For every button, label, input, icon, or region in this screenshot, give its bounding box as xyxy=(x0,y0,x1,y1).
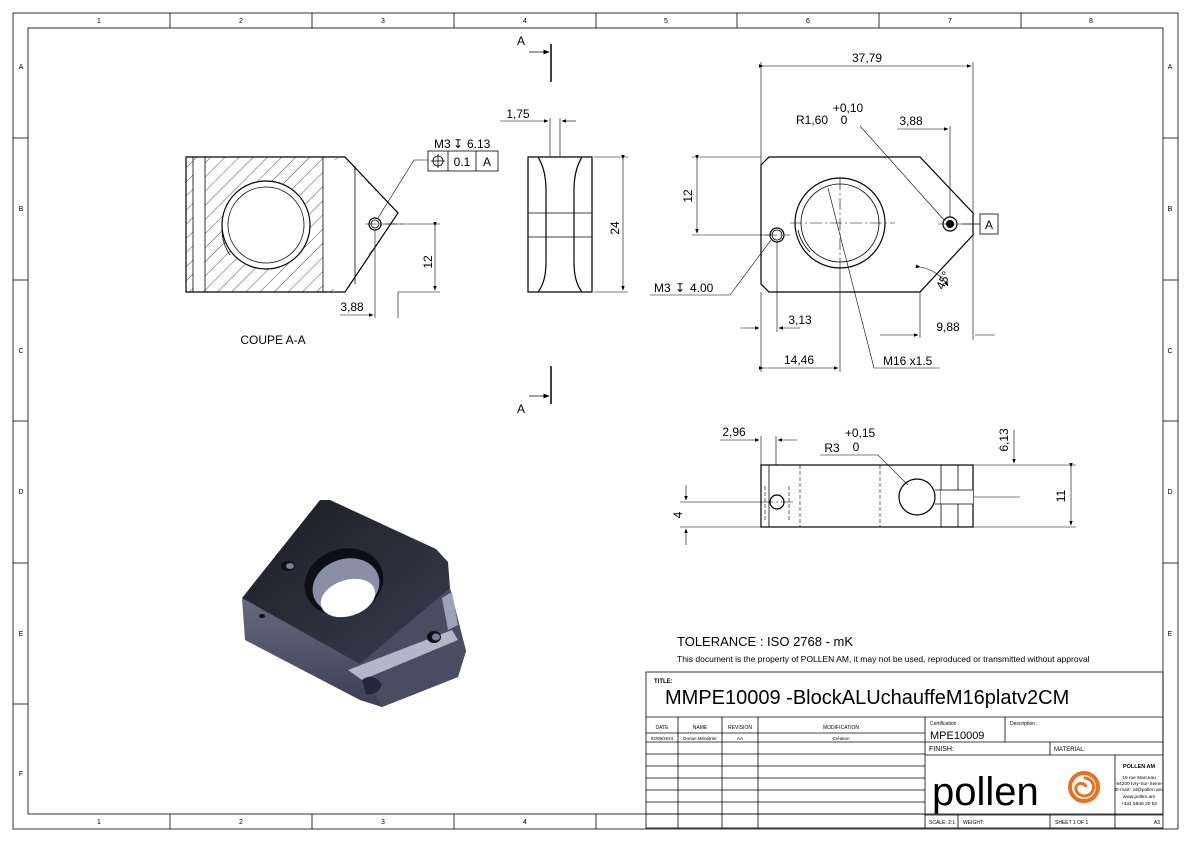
grid-col-3: 3 xyxy=(381,18,385,25)
weight-label: WEIGHT: xyxy=(963,820,984,826)
sheet-label: SHEET 1 OF 1 xyxy=(1055,820,1088,826)
grid-col-bottom-3: 3 xyxy=(381,819,385,826)
grid-labels: 1 2 3 4 5 6 7 8 1 2 3 4 A B C D E F A B … xyxy=(18,18,1172,826)
front-dim-3-88: 3,88 xyxy=(899,114,923,128)
row1-date: 02/09/2024 xyxy=(651,736,674,741)
side-dim-1-75: 1,75 xyxy=(506,107,530,121)
section-marker-bottom-letter: A xyxy=(517,402,525,416)
front-tol-plus: +0,10 xyxy=(833,101,864,115)
section-tolerance-value: 0.1 xyxy=(454,155,471,169)
grid-col-bottom-4: 4 xyxy=(523,819,527,826)
pollen-logo: pollen xyxy=(932,770,1100,814)
sheet-size: A3 xyxy=(1154,820,1160,826)
section-view: 12 3,88 M3 ↧ 6.13 0.1 A COUPE A-A xyxy=(185,137,499,347)
section-datum: A xyxy=(483,155,491,169)
grid-col-8: 8 xyxy=(1089,18,1093,25)
logo-text: pollen xyxy=(932,770,1039,814)
grid-row-right-e: E xyxy=(1168,631,1173,638)
side-dim-24: 24 xyxy=(608,221,622,235)
bottom-dim-2-96: 2,96 xyxy=(722,425,746,439)
grid-col-1: 1 xyxy=(97,18,101,25)
section-dim-3-88: 3,88 xyxy=(340,300,364,314)
company-email: E-mail : at@pollen.am xyxy=(1115,787,1162,793)
grid-row-b: B xyxy=(19,206,24,213)
isometric-part-image xyxy=(242,500,466,707)
grid-row-d: D xyxy=(18,489,23,496)
header-revision: REVISION xyxy=(728,725,752,731)
front-dim-3-13: 3,13 xyxy=(788,313,812,327)
bottom-tol-plus: +0,15 xyxy=(845,426,876,440)
company-name: POLLEN AM xyxy=(1123,764,1156,770)
section-title: COUPE A-A xyxy=(240,333,305,347)
grid-col-6: 6 xyxy=(806,18,810,25)
bottom-view: 2,96 R3 +0,15 0 6,13 11 4 xyxy=(671,425,1076,545)
header-date: DATE xyxy=(656,725,670,731)
depth-symbol-icon: ↧ xyxy=(453,137,463,151)
section-callout-depth: 6.13 xyxy=(467,137,491,151)
material-label: MATERIAL: xyxy=(1054,747,1086,753)
title-label: TITLE: xyxy=(654,679,673,685)
certification-label: Certification : xyxy=(930,721,959,727)
front-datum: A xyxy=(985,218,993,232)
bottom-dim-6-13: 6,13 xyxy=(997,428,1011,452)
tolerance-note: TOLERANCE : ISO 2768 - mK xyxy=(677,634,853,649)
company-address2: 94200 Ivry-Sur-Seine xyxy=(1116,781,1162,787)
header-modification: MODIFICATION xyxy=(823,725,859,731)
logo-swirl-icon xyxy=(1068,771,1100,803)
section-marker-bottom: A xyxy=(517,366,552,416)
section-dim-12: 12 xyxy=(421,255,435,269)
grid-col-bottom-2: 2 xyxy=(239,819,243,826)
grid-row-right-a: A xyxy=(1168,64,1173,71)
header-name: NAME xyxy=(693,725,708,731)
grid-col-2: 2 xyxy=(239,18,243,25)
grid-row-right-b: B xyxy=(1168,206,1173,213)
row1-revision: AA xyxy=(737,736,743,741)
company-address1: 19 rue Marceau xyxy=(1122,775,1156,781)
front-view: A 37,79 R1,60 +0,10 0 3,88 12 45° M3 ↧ 4… xyxy=(650,51,999,372)
sheet-border xyxy=(12,12,1179,830)
drawing-title: MMPE10009 -BlockALUchauffeM16platv2CM xyxy=(665,687,1069,709)
bottom-dim-4: 4 xyxy=(671,511,685,518)
scale-label: SCALE: 2:1 xyxy=(929,820,955,826)
section-marker-top-letter: A xyxy=(517,34,525,48)
section-marker-top: A xyxy=(517,34,552,82)
certification-value: MPE10009 xyxy=(930,730,984,742)
front-thread-m3-depth: 4.00 xyxy=(690,281,714,295)
grid-row-f: F xyxy=(19,771,23,778)
depth-symbol-icon-2: ↧ xyxy=(675,281,685,295)
front-dim-12: 12 xyxy=(681,189,695,203)
side-view: 1,75 24 xyxy=(500,107,628,293)
row1-name: Dorian Ménétrier xyxy=(683,736,717,741)
grid-row-a: A xyxy=(19,64,24,71)
front-dim-r160: R1,60 xyxy=(796,113,828,127)
grid-row-e: E xyxy=(19,631,24,638)
front-dim-37-79: 37,79 xyxy=(852,51,882,65)
grid-col-7: 7 xyxy=(948,18,952,25)
finish-label: FINISH: xyxy=(929,746,954,753)
grid-col-5: 5 xyxy=(664,18,668,25)
position-tolerance-icon xyxy=(431,154,445,168)
company-phone: +331 5846 20 52 xyxy=(1121,801,1157,807)
property-note: This document is the property of POLLEN … xyxy=(677,654,1090,664)
front-thread-m3: M3 xyxy=(654,281,671,295)
title-block: TITLE: MMPE10009 -BlockALUchauffeM16plat… xyxy=(645,671,1164,829)
description-label: Description : xyxy=(1010,721,1038,727)
grid-row-right-c: C xyxy=(1167,348,1172,355)
bottom-dim-r3: R3 xyxy=(824,441,840,455)
grid-col-bottom-1: 1 xyxy=(97,819,101,826)
front-tol-zero: 0 xyxy=(841,113,848,127)
section-callout-thread: M3 xyxy=(434,137,451,151)
grid-row-right-d: D xyxy=(1167,489,1172,496)
grid-col-4: 4 xyxy=(523,18,527,25)
grid-row-c: C xyxy=(18,348,23,355)
company-web: www.pollen.am xyxy=(1123,794,1155,800)
bottom-dim-11: 11 xyxy=(1054,489,1068,502)
front-thread-m16: M16 x1.5 xyxy=(883,354,933,368)
front-dim-angle: 45° xyxy=(933,269,953,292)
front-dim-14-46: 14,46 xyxy=(784,353,814,367)
bottom-tol-zero: 0 xyxy=(853,440,860,454)
front-dim-9-88: 9,88 xyxy=(936,320,960,334)
row1-modification: Création xyxy=(832,736,850,741)
